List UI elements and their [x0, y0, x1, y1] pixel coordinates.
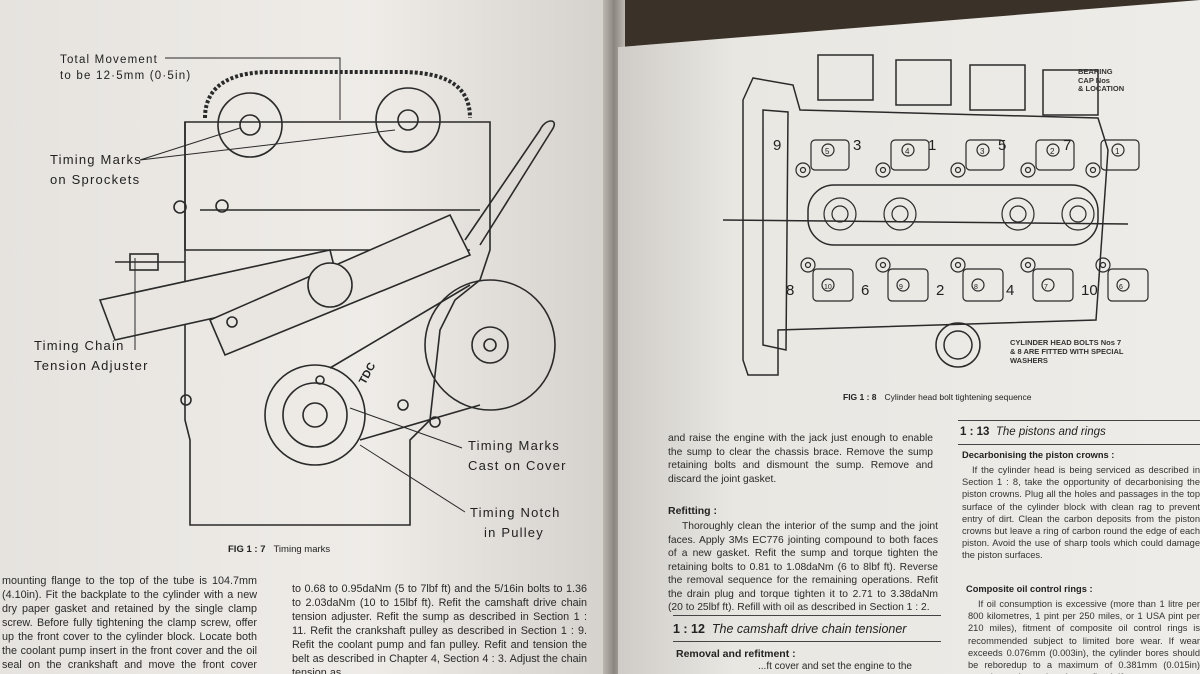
head-bolt: [950, 162, 966, 178]
total-movement-label: Total Movement to be 12·5mm (0·5in): [60, 54, 192, 82]
refitting-text: Thoroughly clean the interior of the sum…: [668, 521, 938, 613]
special-washers-note: CYLINDER HEAD BOLTS Nos 7 & 8 ARE FITTED…: [1010, 338, 1124, 365]
refitting-heading: Refitting :: [668, 505, 717, 517]
bolt-sequence-number: 8: [786, 282, 794, 299]
section-113-rule: [958, 420, 1200, 421]
section-112-heading: 1 : 12 The camshaft drive chain tensione…: [673, 622, 907, 636]
head-bolt: [1085, 162, 1101, 178]
head-bolt: [1095, 257, 1111, 273]
bearing-cap-label: 1: [1115, 147, 1120, 156]
right-column-1-intro: and raise the engine with the jack just …: [668, 433, 933, 485]
head-bolt: [875, 162, 891, 178]
bolt-sequence-number: 6: [861, 282, 869, 299]
left-column-1: mounting flange to the top of the tube i…: [2, 575, 257, 674]
cover-timing-marks-label: Timing Marks Cast on Cover: [468, 438, 567, 473]
bolt-sequence-number: 2: [936, 282, 944, 299]
bearing-cap-number: [1041, 278, 1055, 292]
left-page: TDC Total Movement to be 12·5mm (0·5in) …: [0, 0, 615, 674]
removal-text: ...ft cover and set the engine to the: [758, 661, 912, 672]
oil-rings-text: If oil consumption is excessive (more th…: [968, 599, 1200, 674]
bearing-cap-label: 8: [974, 284, 978, 291]
decarb-text: If the cylinder head is being serviced a…: [962, 465, 1200, 561]
oil-rings-heading: Composite oil control rings :: [966, 584, 1093, 594]
head-bolt: [1020, 162, 1036, 178]
head-bolt: [875, 257, 891, 273]
bearing-cap-label: 6: [1119, 284, 1123, 291]
bearing-cap-label: BEARING CAP Nos & LOCATION: [1078, 67, 1125, 93]
bearing-cap-number: [896, 278, 910, 292]
tdc-mark: TDC: [357, 361, 378, 387]
bearing-cap-number: [901, 143, 915, 157]
section-113-rule-bottom: [958, 444, 1200, 445]
left-column-2: to 0.68 to 0.95daNm (5 to 7lbf ft) and t…: [292, 583, 587, 674]
bearing-cap-label: 5: [825, 147, 830, 156]
removal-heading: Removal and refitment :: [676, 648, 796, 660]
section-113-heading: 1 : 13 The pistons and rings: [960, 426, 1106, 438]
bearing-cap-label: 4: [905, 147, 910, 156]
head-bolt: [795, 162, 811, 178]
bolt-sequence-number: 7: [1063, 137, 1071, 154]
bearing-cap-label: 10: [824, 284, 832, 291]
bearing-cap-label: 3: [980, 147, 985, 156]
section-112-rule: [673, 615, 941, 616]
decarb-heading: Decarbonising the piston crowns :: [962, 450, 1115, 460]
bearing-cap-number: [1046, 143, 1060, 157]
bearing-cap-number: [821, 143, 835, 157]
bearing-cap-label: 7: [1044, 284, 1048, 291]
timing-marks-diagram: TDC: [98, 57, 556, 526]
bearing-cap-number: [971, 278, 985, 292]
bearing-cap-number: [976, 143, 990, 157]
section-112-rule-bottom: [673, 641, 941, 642]
head-bolt: [950, 257, 966, 273]
bolt-sequence-number: 10: [1081, 282, 1098, 299]
bolt-sequence-number: 1: [928, 137, 936, 154]
bearing-cap-label: 2: [1050, 147, 1055, 156]
sprocket-timing-marks-label: Timing Marks on Sprockets: [50, 152, 142, 187]
bearing-cap-number: [821, 278, 835, 292]
bolt-sequence-number: 4: [1006, 282, 1014, 299]
bolt-sequence-number: 5: [998, 137, 1006, 154]
bolt-sequence-number: 3: [853, 137, 861, 154]
bearing-cap-number: [1116, 278, 1130, 292]
timing-notch-label: Timing Notch in Pulley: [470, 505, 561, 540]
tension-adjuster-label: Timing Chain Tension Adjuster: [34, 338, 149, 373]
head-bolt: [1020, 257, 1036, 273]
head-bolt: [800, 257, 816, 273]
bolt-sequence-number: 9: [773, 137, 781, 154]
bearing-cap-label: 9: [899, 284, 903, 291]
bearing-cap-number: [1111, 143, 1125, 157]
